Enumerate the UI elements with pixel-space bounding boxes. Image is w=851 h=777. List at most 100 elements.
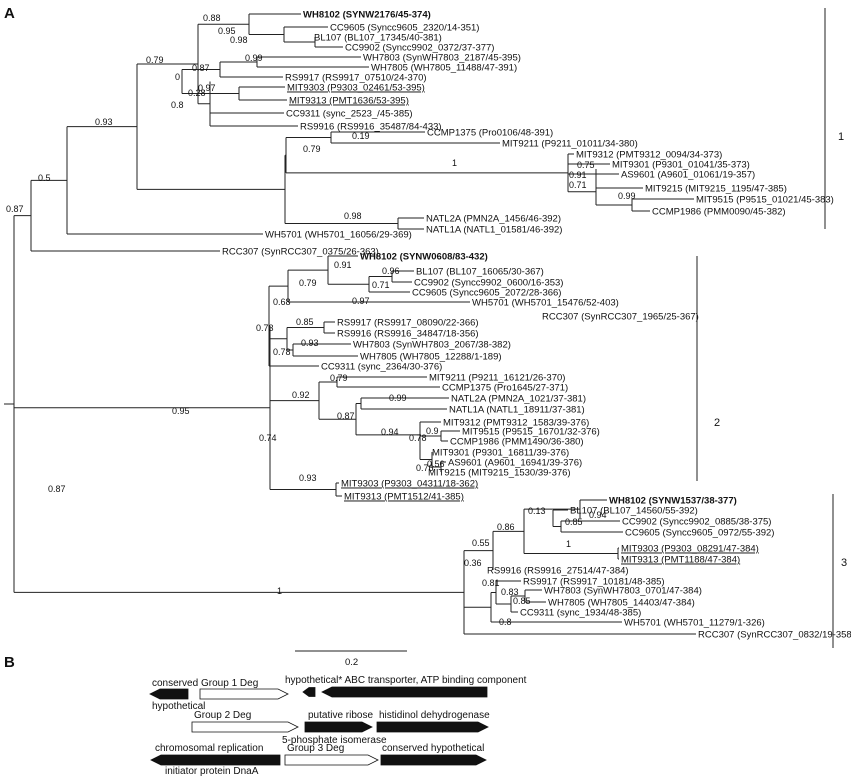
bootstrap-value: 0.85: [513, 596, 531, 606]
bootstrap-value: 0.71: [569, 180, 587, 190]
taxon-label: CCMP1986 (PMM1490/36-380): [450, 437, 584, 448]
taxon-label: MIT9211 (P9211_01011/34-380): [502, 139, 638, 150]
bootstrap-value: 0.56: [427, 459, 445, 469]
taxon-label: MIT9313 (PMT1636/53-395): [289, 96, 409, 107]
bootstrap-value: 0.79: [303, 144, 321, 154]
bootstrap-value: 0.78: [409, 433, 427, 443]
bootstrap-value: 0.19: [352, 131, 370, 141]
taxon-label: BL107 (BL107_14560/55-392): [570, 506, 698, 517]
taxon-label: MIT9313 (PMT1188/47-384): [621, 555, 740, 566]
bootstrap-value: 0.71: [372, 280, 390, 290]
gene-arrow-histidinol: [376, 721, 489, 733]
taxon-label: MIT9301 (P9301_16811/39-376): [432, 448, 569, 459]
gene-arrow-dnaa: [150, 754, 281, 766]
taxon-label: WH8102 (SYNW1537/38-377): [609, 496, 737, 507]
bootstrap-value: 0.93: [299, 473, 317, 483]
gene-arrow-group2-deg: [191, 721, 299, 733]
bootstrap-value: 0.79: [299, 278, 317, 288]
taxon-label: CC9902 (Syncc9902_0372/37-377): [345, 43, 494, 54]
taxon-label: MIT9303 (P9303_02461/53-395): [287, 83, 425, 94]
bootstrap-value: 0.99: [389, 393, 407, 403]
taxon-label: BL107 (BL107_17345/40-381): [314, 33, 442, 44]
taxon-label: RS9916 (RS9916_35487/84-433): [300, 122, 442, 133]
taxon-label: WH7803 (SynWH7803_0701/47-384): [544, 586, 702, 597]
bootstrap-value: 0.76: [416, 463, 434, 473]
taxon-label: RCC307 (SynRCC307_1965/25-367): [542, 312, 699, 323]
bootstrap-value: 0.91: [569, 170, 587, 180]
taxon-label: MIT9312 (PMT9312_0094/34-373): [576, 150, 722, 161]
bootstrap-value: 0.97: [352, 296, 370, 306]
taxon-label: WH7805 (WH7805_14403/47-384): [548, 598, 695, 609]
bootstrap-value: 0.83: [501, 587, 519, 597]
taxon-label: CC9311 (sync_2523_/45-385): [286, 109, 413, 120]
taxon-label: WH7803 (SynWH7803_2187/45-395): [363, 53, 521, 64]
taxon-label: MIT9303 (P9303_08291/47-384): [621, 544, 759, 555]
gene-label-group3-deg: Group 3 Deg: [287, 743, 344, 754]
group-3-label: 3: [841, 557, 847, 569]
taxon-label: RS9917 (RS9917_07510/24-370): [285, 73, 427, 84]
bootstrap-value: 0.99: [245, 53, 263, 63]
scale-bar-label: 0.2: [345, 657, 358, 668]
gene-arrow-group1-deg: [199, 688, 289, 700]
bootstrap-value: 0.87: [6, 204, 24, 214]
taxon-label: RS9916 (RS9916_34847/18-356): [337, 329, 479, 340]
bootstrap-value: 0.98: [230, 35, 248, 45]
bootstrap-value: 0.87: [48, 484, 66, 494]
bootstrap-value: 0.85: [296, 317, 314, 327]
taxon-label: NATL1A (NATL1_01581/46-392): [426, 225, 562, 236]
taxon-label: WH5701 (WH5701_15476/52-403): [472, 298, 619, 309]
bootstrap-value: 0.79: [330, 373, 348, 383]
taxon-label: CC9311 (sync_2364/30-376): [321, 362, 442, 373]
bootstrap-value: 0.98: [344, 211, 362, 221]
bootstrap-value: 0.78: [273, 347, 291, 357]
gene-arrow-hypothetical: [302, 687, 316, 697]
group-2-label: 2: [714, 417, 720, 429]
gene-label-chromosomal: chromosomal replication: [155, 743, 263, 754]
taxon-label: MIT9301 (P9301_01041/35-373): [612, 160, 750, 171]
bootstrap-value: 0.8: [171, 100, 184, 110]
operon-diagrams: [149, 686, 489, 766]
gene-arrow-abc-transporter: [321, 686, 488, 698]
taxon-label: WH5701 (WH5701_16056/29-369): [265, 230, 412, 241]
tree-branches: [4, 13, 696, 635]
group-1-label: 1: [838, 131, 844, 143]
taxon-label: MIT9215 (MIT9215_1530/39-376): [428, 468, 571, 479]
taxon-label: CC9311 (sync_1934/48-385): [520, 608, 641, 619]
taxon-label: MIT9515 (P9515_16701/32-376): [462, 427, 600, 438]
taxon-label: CCMP1375 (Pro1645/27-371): [442, 383, 568, 394]
bootstrap-value: 0.87: [337, 411, 355, 421]
bootstrap-value: 0.8: [499, 617, 512, 627]
bootstrap-value: 0.87: [192, 63, 210, 73]
bootstrap-value: 0.99: [618, 191, 636, 201]
gene-label-initiator: initiator protein DnaA: [165, 766, 259, 777]
bootstrap-value: 1: [566, 539, 571, 549]
taxon-label: BL107 (BL107_16065/30-367): [416, 267, 544, 278]
bootstrap-value: 0.79: [146, 55, 164, 65]
gene-arrow-conserved-hypothetical: [149, 688, 189, 700]
taxon-label: MIT9515 (P9515_01021/45-383): [696, 195, 834, 206]
bootstrap-value: 0.94: [589, 510, 607, 520]
bootstrap-value: 0.5: [38, 173, 51, 183]
taxon-label: WH8102 (SYNW0608/83-432): [360, 252, 488, 263]
bootstrap-value: 0.94: [381, 427, 399, 437]
gene-arrow-group3-deg: [284, 754, 379, 766]
taxon-label: MIT9215 (MIT9215_1195/47-385): [645, 184, 787, 195]
taxon-label: NATL2A (PMN2A_1021/37-381): [451, 394, 586, 405]
bootstrap-value: 0.86: [497, 522, 515, 532]
gene-label-conserved-hypothetical: conserved hypothetical: [382, 743, 484, 754]
panel-label-a: A: [4, 5, 15, 22]
bootstrap-value: 0.55: [472, 538, 490, 548]
gene-label-group1-deg: Group 1 Deg: [201, 678, 258, 689]
bootstrap-value: 0.68: [273, 297, 291, 307]
taxon-label: CC9605 (Syncc9605_0972/55-392): [625, 528, 774, 539]
taxon-label: MIT9312 (PMT9312_1583/39-376): [443, 418, 589, 429]
bootstrap-value: 0.13: [528, 506, 546, 516]
taxon-label: AS9601 (A9601_16941/39-376): [448, 458, 582, 469]
bootstrap-value: 0.95: [172, 406, 190, 416]
taxon-label: CCMP1986 (PMM0090/45-382): [652, 207, 786, 218]
taxon-label: NATL1A (NATL1_18911/37-381): [449, 405, 585, 416]
bootstrap-value: 0.88: [203, 13, 221, 23]
taxon-label: WH7803 (SynWH7803_2067/38-382): [353, 340, 511, 351]
taxon-label: CC9902 (Syncc9902_0600/16-353): [414, 278, 563, 289]
